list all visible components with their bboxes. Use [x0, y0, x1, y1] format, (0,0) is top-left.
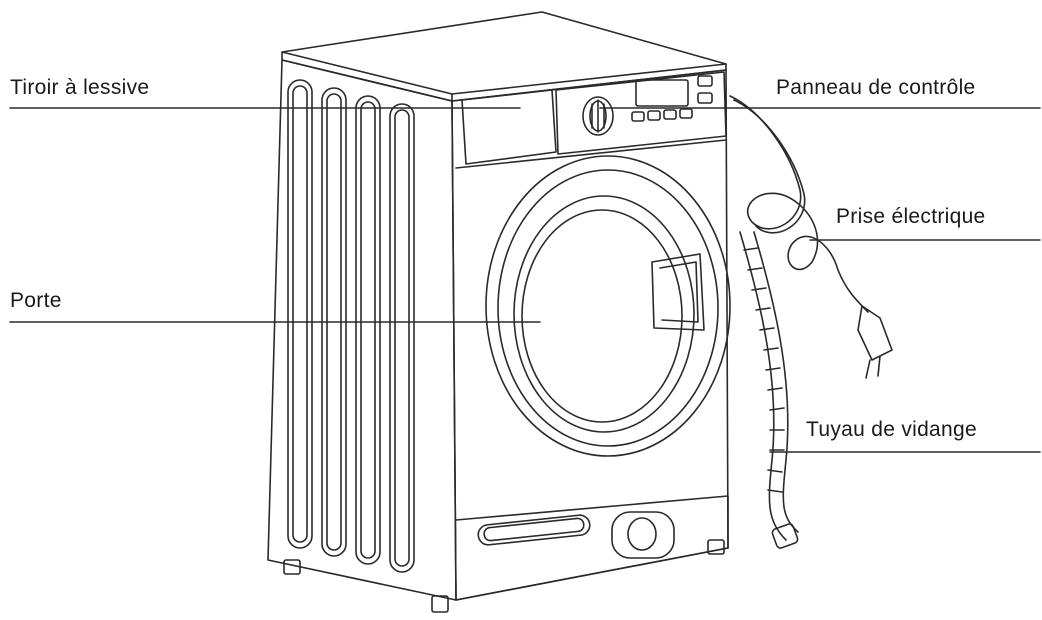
control-panel	[555, 71, 727, 155]
door-glass	[513, 195, 695, 433]
side-rib	[287, 79, 313, 549]
panel-button	[697, 75, 713, 87]
hose-end	[771, 523, 799, 549]
power-cable	[729, 95, 869, 313]
door-ring	[497, 169, 719, 447]
label-power-plug: Prise électrique	[836, 205, 986, 228]
display-screen	[635, 79, 689, 107]
machine-side	[267, 59, 457, 601]
machine-foot	[707, 539, 725, 555]
program-knob	[582, 96, 614, 136]
machine-plinth	[455, 495, 729, 601]
side-rib	[389, 103, 415, 573]
panel-button	[631, 111, 645, 122]
machine-front	[451, 69, 729, 601]
door-handle	[651, 253, 705, 331]
label-detergent-drawer: Tiroir à lessive	[10, 76, 150, 99]
detergent-drawer	[461, 89, 557, 165]
machine-foot	[431, 595, 449, 613]
label-door: Porte	[10, 289, 62, 312]
panel-button	[663, 109, 677, 120]
panel-button	[679, 108, 693, 119]
label-drain-hose: Tuyau de vidange	[806, 418, 977, 441]
panel-button	[697, 92, 713, 104]
filter-cover	[611, 511, 675, 559]
machine-foot	[283, 559, 301, 575]
label-control-panel: Panneau de contrôle	[776, 76, 976, 99]
drain-hose	[739, 231, 787, 541]
panel-button	[647, 110, 661, 121]
machine-top	[281, 11, 727, 95]
door-outer-ring	[485, 155, 731, 457]
plinth-slot	[477, 514, 591, 546]
power-plug	[857, 305, 893, 361]
side-rib	[355, 95, 381, 565]
